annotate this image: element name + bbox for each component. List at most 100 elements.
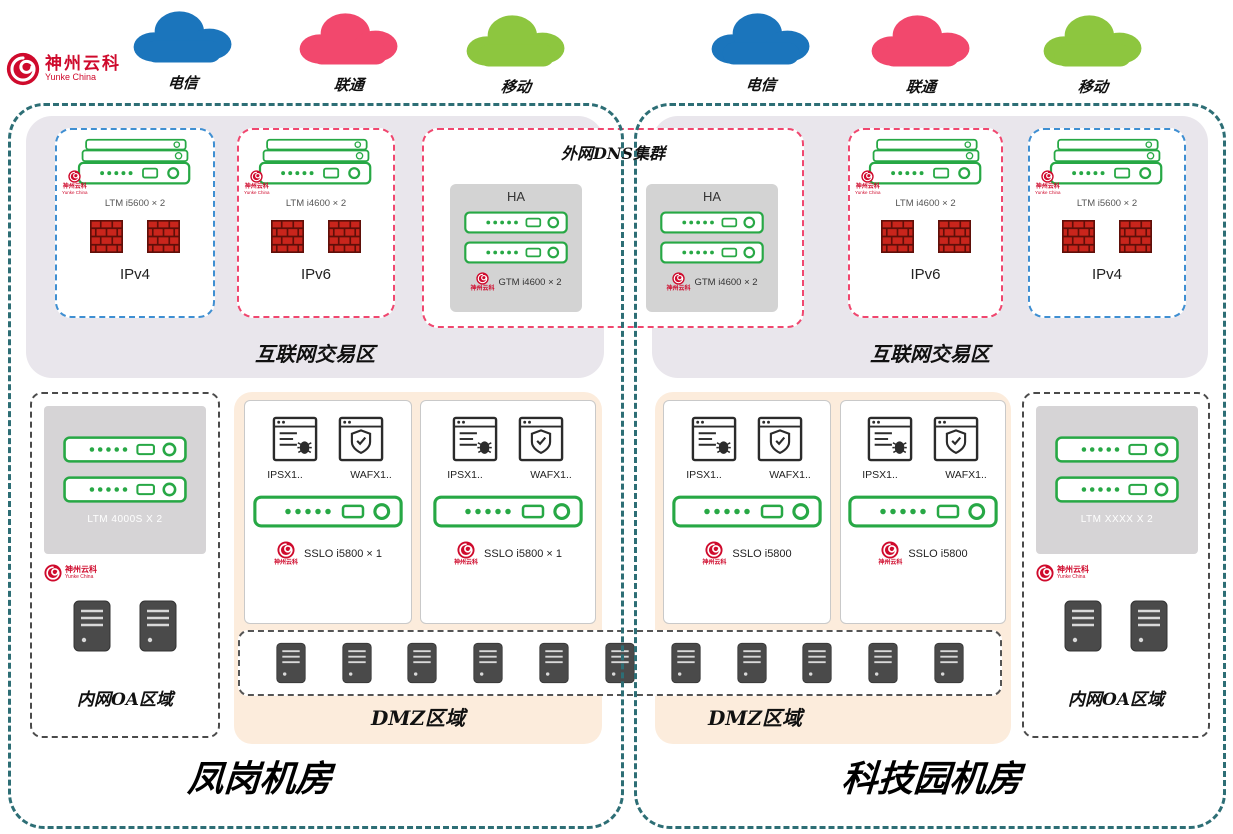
isp-label: 联通 bbox=[904, 78, 937, 96]
server-icon bbox=[868, 642, 898, 684]
cloud-icon bbox=[702, 6, 820, 70]
internet-zone-label-left: 互联网交易区 bbox=[255, 342, 375, 366]
sslo-caption: 神州云科 SSLO i5800 bbox=[878, 541, 968, 566]
yunke-logo: 神州云科 bbox=[702, 541, 726, 566]
yunke-swirl-icon bbox=[250, 170, 263, 183]
device-model-label: GTM i4600 × 2 bbox=[694, 276, 758, 288]
waf-icon bbox=[933, 416, 979, 462]
yunke-logo: 神州云科 bbox=[454, 541, 478, 566]
device-model-label: LTM i4600 × 2 bbox=[285, 198, 347, 209]
ips-icon bbox=[272, 416, 318, 462]
ipv6-box-left: 神州云科 Yunke China LTM i4600 × 2 IPv6 bbox=[237, 128, 395, 318]
sslo-box-right-a: IPSX1.. WAFX1.. 神州云科 SSLO i5800 bbox=[663, 400, 831, 624]
yunke-swirl-icon bbox=[705, 541, 723, 559]
sslo-box-left-a: IPSX1.. WAFX1.. 神州云科 SSLO i5800 × 1 bbox=[244, 400, 412, 624]
server-icon bbox=[737, 642, 767, 684]
device-model-label: LTM i4600 × 2 bbox=[895, 198, 956, 209]
isp-cloud-telecom-right: 电信 bbox=[700, 6, 822, 95]
ips-label: IPSX1.. bbox=[862, 469, 898, 481]
yunke-logo: 神州云科 bbox=[274, 541, 298, 566]
gtm-device-icon bbox=[464, 241, 568, 264]
server-icon bbox=[539, 642, 569, 684]
device-model-label: SSLO i5800 × 1 bbox=[484, 547, 562, 560]
ips-label: IPSX1.. bbox=[447, 469, 483, 481]
yunke-logo: 神州云科 bbox=[666, 272, 690, 292]
sslo-box-left-b: IPSX1.. WAFX1.. 神州云科 SSLO i5800 × 1 bbox=[420, 400, 596, 624]
firewall-pair bbox=[881, 220, 971, 253]
yunke-logo: 神州云科 bbox=[878, 541, 902, 566]
server-icon bbox=[73, 600, 111, 652]
ha-box-left: HA 神州云科 GTM i4600 × 2 bbox=[450, 184, 582, 312]
device-row: 神州云科 Yunke China bbox=[850, 138, 1001, 195]
protocol-label: IPv4 bbox=[119, 266, 150, 283]
yunke-logo: 神州云科 Yunke China bbox=[855, 170, 881, 196]
ipv4-box-left: 神州云科 Yunke China LTM i5600 × 2 IPv4 bbox=[55, 128, 215, 318]
isp-label: 电信 bbox=[166, 74, 199, 92]
yunke-logo: 神州云科 Yunke China bbox=[244, 170, 270, 196]
protocol-label: IPv6 bbox=[910, 266, 941, 283]
ips-label: IPSX1.. bbox=[686, 469, 722, 481]
waf-label: WAFX1.. bbox=[769, 469, 811, 481]
isp-cloud-mobile-right: 移动 bbox=[1032, 8, 1154, 97]
load-balancer-device-icon bbox=[868, 138, 984, 186]
protocol-label: IPv4 bbox=[1091, 266, 1122, 283]
ha-box-right: HA 神州云科 GTM i4600 × 2 bbox=[646, 184, 778, 312]
yunke-swirl-icon bbox=[1041, 170, 1054, 183]
security-icons bbox=[452, 416, 564, 462]
cloud-icon bbox=[457, 8, 575, 72]
waf-icon bbox=[518, 416, 564, 462]
security-icons bbox=[867, 416, 979, 462]
dns-cluster-title: 外网DNS集群 bbox=[560, 144, 666, 163]
device-model-label: LTM 4000S X 2 bbox=[87, 513, 163, 525]
load-balancer-device-icon bbox=[258, 138, 374, 186]
yunke-china-logo: 神州云科 Yunke China bbox=[6, 52, 121, 86]
load-balancer-device-icon bbox=[1049, 138, 1165, 186]
server-icon bbox=[407, 642, 437, 684]
security-labels: IPSX1.. WAFX1.. bbox=[259, 469, 397, 481]
ltm-device-icon bbox=[1055, 436, 1179, 463]
cloud-icon bbox=[290, 6, 408, 70]
isp-cloud-telecom-left: 电信 bbox=[122, 4, 244, 93]
waf-icon bbox=[757, 416, 803, 462]
device-row: 神州云科 Yunke China bbox=[1030, 138, 1184, 195]
dmz-server-farm bbox=[238, 630, 1002, 696]
waf-label: WAFX1.. bbox=[945, 469, 987, 481]
waf-icon bbox=[338, 416, 384, 462]
sslo-device-icon bbox=[433, 495, 583, 528]
dmz-zone-label-right: DMZ区域 bbox=[707, 706, 803, 730]
server-icon bbox=[473, 642, 503, 684]
datacenter-name-right: 科技园机房 bbox=[840, 758, 1024, 800]
ha-caption: 神州云科 GTM i4600 × 2 bbox=[470, 272, 562, 292]
firewall-icon bbox=[90, 220, 123, 253]
device-row: 神州云科 Yunke China bbox=[239, 138, 393, 195]
oa-zone-left: LTM 4000S X 2 神州云科 Yunke China 内网OA区域 bbox=[30, 392, 220, 738]
yunke-logo: 神州云科 bbox=[470, 272, 494, 292]
waf-label: WAFX1.. bbox=[530, 469, 572, 481]
firewall-icon bbox=[1119, 220, 1152, 253]
gtm-device-icon bbox=[660, 241, 764, 264]
ips-icon bbox=[691, 416, 737, 462]
cloud-icon bbox=[124, 4, 242, 68]
sslo-caption: 神州云科 SSLO i5800 × 1 bbox=[274, 541, 382, 566]
yunke-swirl-icon bbox=[6, 52, 40, 86]
firewall-icon bbox=[328, 220, 361, 253]
security-icons bbox=[691, 416, 803, 462]
security-labels: IPSX1.. WAFX1.. bbox=[854, 469, 992, 481]
server-icon bbox=[802, 642, 832, 684]
brand-subtitle: Yunke China bbox=[45, 71, 97, 82]
yunke-swirl-icon bbox=[861, 170, 874, 183]
ips-icon bbox=[867, 416, 913, 462]
security-labels: IPSX1.. WAFX1.. bbox=[678, 469, 816, 481]
ipv4-box-right: 神州云科 Yunke China LTM i5600 × 2 IPv4 bbox=[1028, 128, 1186, 318]
firewall-pair bbox=[271, 220, 361, 253]
yunke-swirl-icon bbox=[68, 170, 81, 183]
oa-zone-label: 内网OA区域 bbox=[1068, 690, 1164, 710]
yunke-swirl-icon bbox=[277, 541, 295, 559]
cloud-icon bbox=[862, 8, 980, 72]
ltm-cluster-box: LTM XXXX X 2 bbox=[1036, 406, 1198, 554]
external-dns-cluster-box: 外网DNS集群 HA 神州云科 GTM i4600 × 2 HA 神州云科 bbox=[422, 128, 804, 328]
device-model-label: LTM XXXX X 2 bbox=[1080, 513, 1154, 525]
security-icons bbox=[272, 416, 384, 462]
firewall-pair bbox=[90, 220, 180, 253]
